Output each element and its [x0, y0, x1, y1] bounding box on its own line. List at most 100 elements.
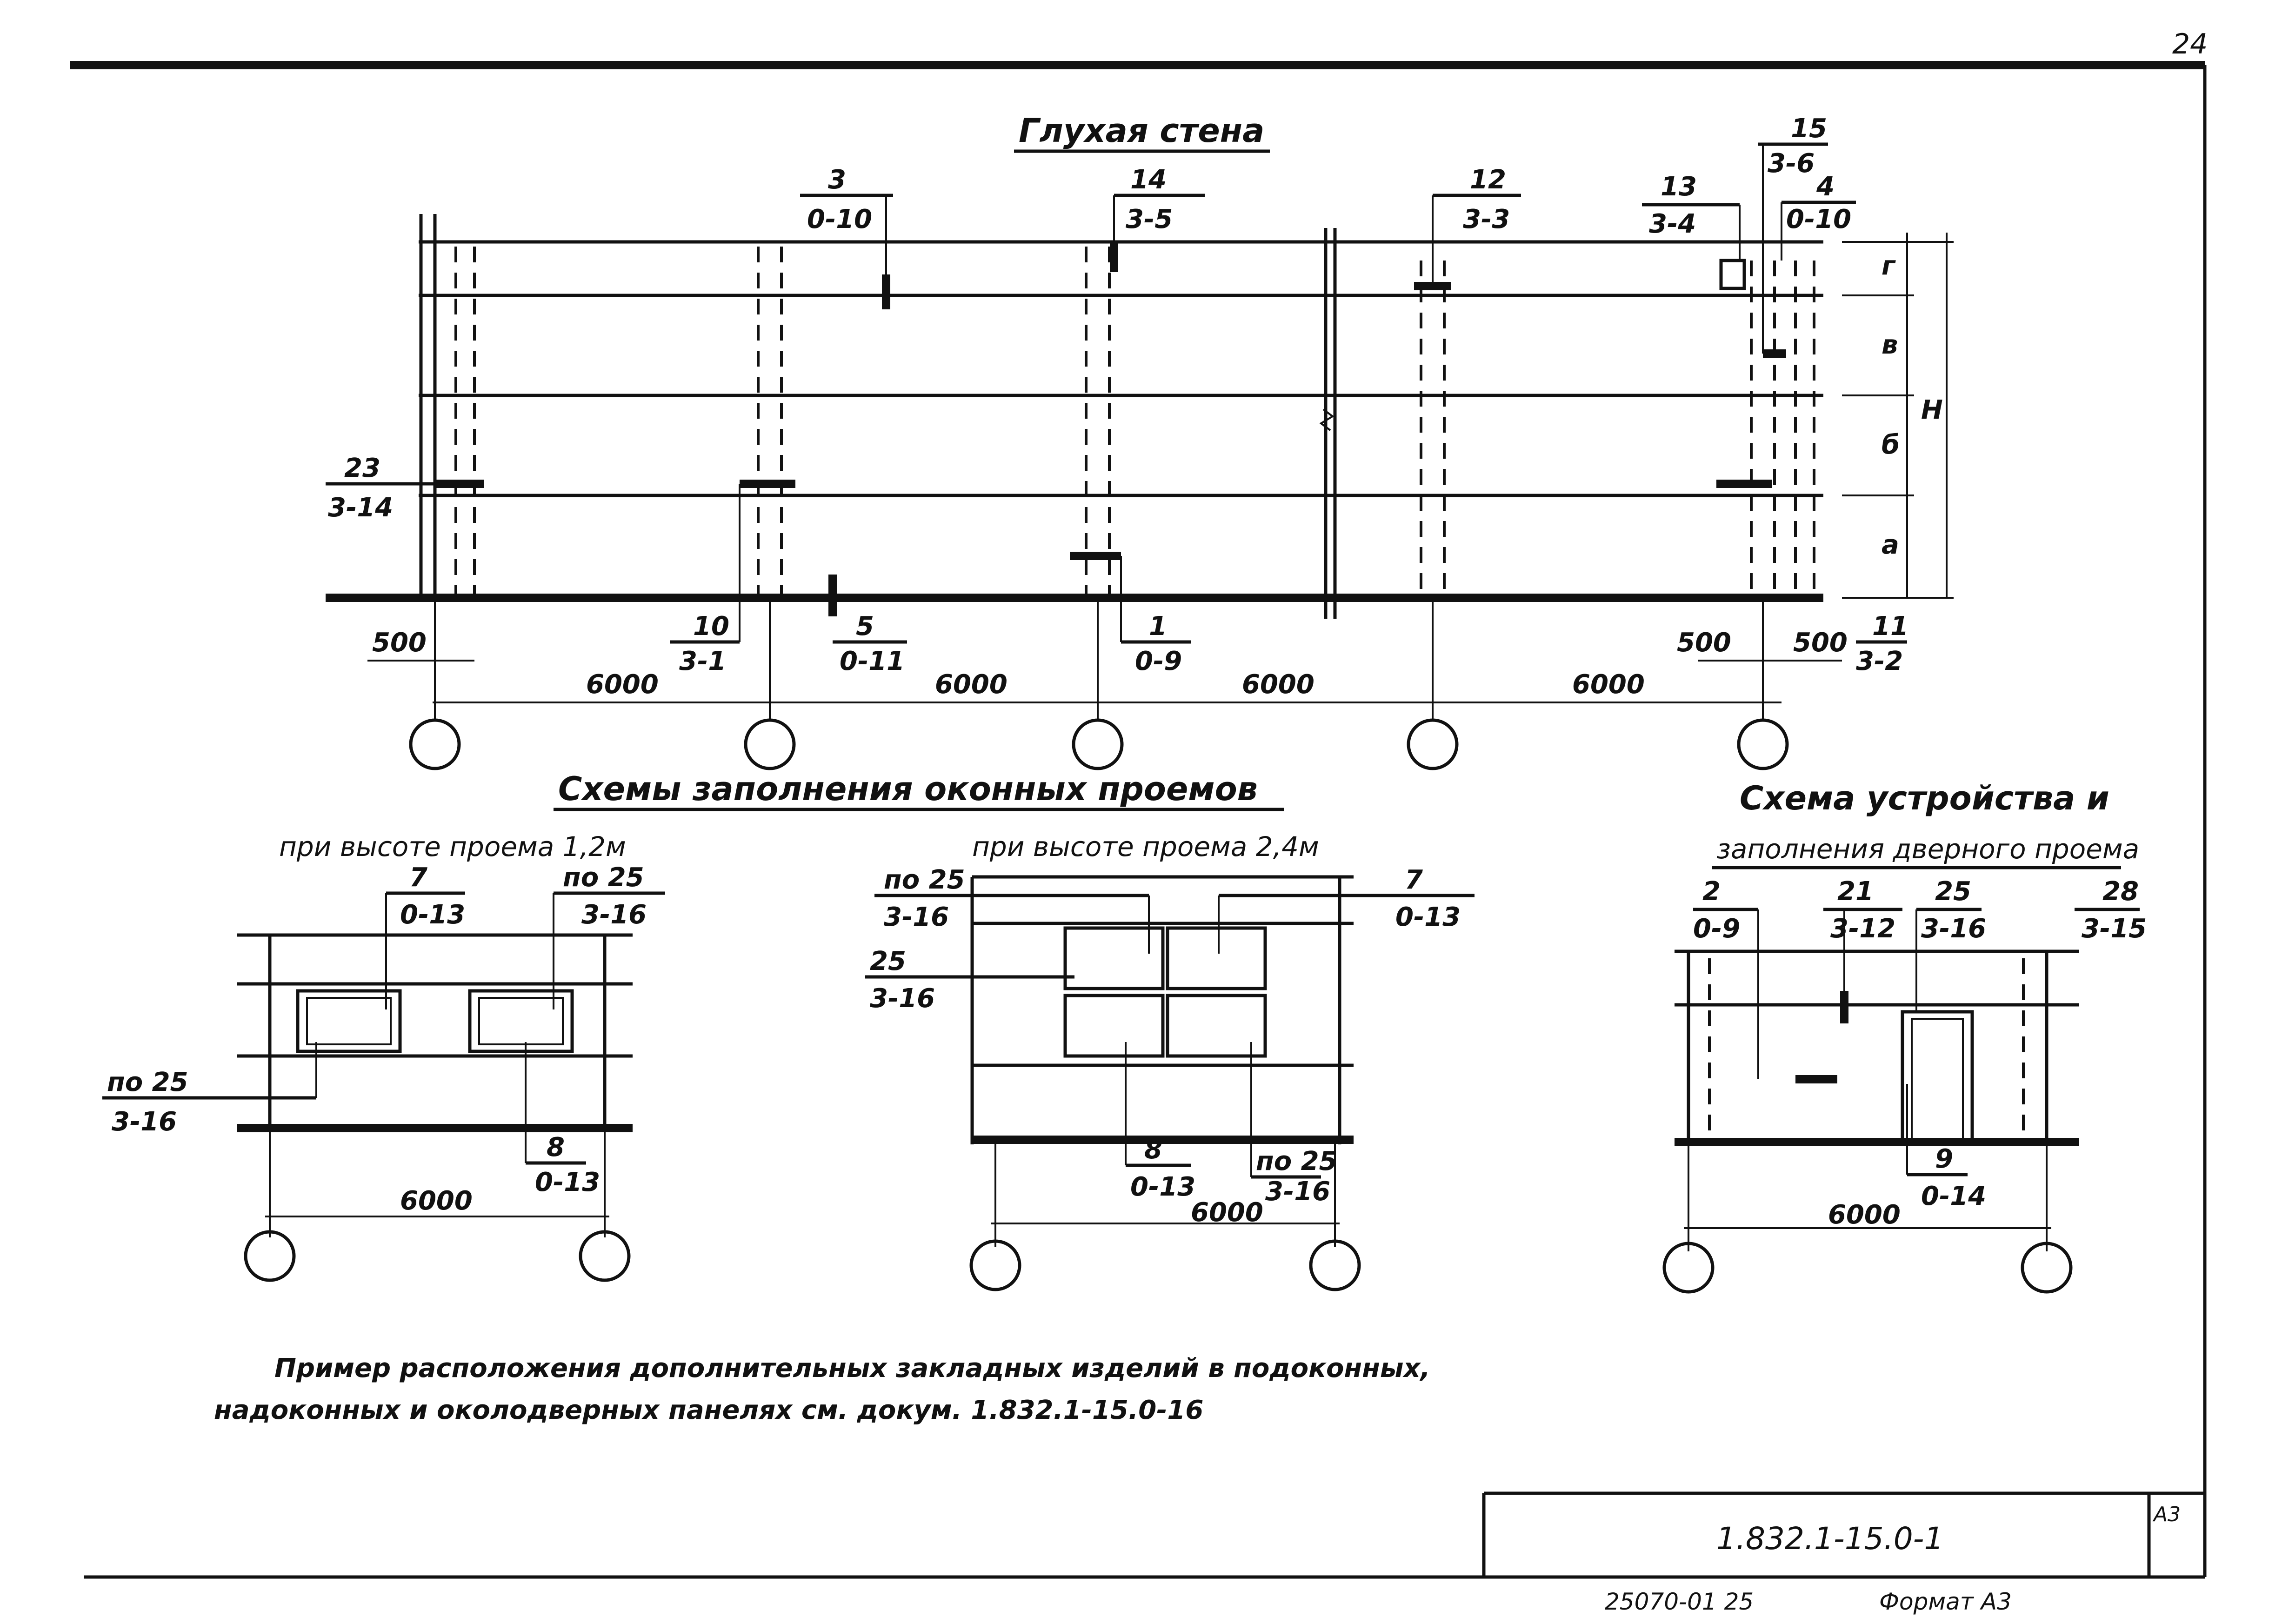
door-scheme	[1662, 949, 2079, 1294]
w12-callout-7-ref: 0-13	[400, 900, 465, 930]
window-12-callouts: 7 0-13 по 25 3-16 по 25 3-16 8 0-13	[102, 862, 665, 1197]
callout-4-ref: 0-10	[1786, 204, 1851, 234]
callout-14: 14 3-5	[1113, 165, 1205, 242]
window-24-bottom-left	[1063, 994, 1165, 1058]
callout-5: 5 0-11	[833, 611, 907, 676]
w24-callout-25a-ref: 3-16	[884, 902, 949, 932]
bay-dim-3: 6000	[1242, 669, 1314, 700]
callout-23: 23 3-14	[326, 453, 435, 523]
door-callout-2-ref: 0-9	[1693, 914, 1740, 944]
title-blank-wall: Глухая стена	[1019, 112, 1264, 150]
callout-15-ref: 3-6	[1768, 148, 1815, 179]
w12-callout-25a-ref: 3-16	[581, 900, 647, 930]
callout-11-num: 11	[1872, 611, 1908, 642]
sheet-box-label: А3	[2152, 1503, 2181, 1526]
w24-callout-25c-num: по 25	[1256, 1146, 1337, 1176]
callout-4: 4 0-10	[1781, 172, 1856, 261]
row-label-g: г	[1882, 251, 1896, 281]
title-window-schemes: Схемы заполнения оконных проемов	[558, 770, 1258, 808]
bay-dim-2: 6000	[935, 669, 1008, 700]
note-line-2: надоконных и околодверных панелях см. до…	[214, 1395, 1203, 1425]
door-callout-28-ref: 3-15	[2082, 914, 2147, 944]
callout-10: 10 3-1	[670, 484, 741, 676]
axis-bubble-4	[1407, 718, 1459, 770]
window-scheme-24	[969, 875, 1361, 1291]
w24-callout-25b-ref: 3-16	[870, 983, 935, 1014]
window-24-top-left	[1063, 926, 1165, 990]
title-window-12: при высоте проема 1,2м	[279, 831, 626, 862]
row-label-a: а	[1882, 530, 1899, 560]
window-12-left	[296, 989, 402, 1053]
callout-11-ref: 3-2	[1856, 646, 1903, 676]
callout-1-num: 1	[1149, 611, 1167, 642]
callout-15-num: 15	[1791, 114, 1827, 144]
callout-23-ref: 3-14	[328, 493, 393, 523]
height-label: Н	[1921, 395, 1943, 425]
callout-13-num: 13	[1661, 172, 1697, 202]
w12-callout-25b-num: по 25	[107, 1067, 188, 1097]
offset-dim-1: 500	[372, 628, 427, 658]
embed-13-bracket	[1719, 259, 1746, 290]
note-line-1: Пример расположения дополнительных закла…	[274, 1353, 1430, 1383]
callout-10-num: 10	[693, 611, 729, 642]
door-callouts: 2 0-9 21 3-12 25 3-16 28 3-15 9 0-14	[1693, 876, 2147, 1211]
callout-15: 15 3-6	[1758, 114, 1828, 354]
door-callout-2-num: 2	[1702, 876, 1721, 907]
window-24-callouts: по 25 3-16 25 3-16 7 0-13 8 0-13 по 25 3…	[865, 865, 1475, 1207]
callout-5-ref: 0-11	[840, 646, 905, 676]
door-callout-25-num: 25	[1935, 876, 1971, 907]
door-opening	[1901, 1010, 1974, 1144]
window-24-dim: 6000	[1191, 1197, 1263, 1228]
w24-callout-8-ref: 0-13	[1130, 1172, 1195, 1202]
door-callout-28-num: 28	[2102, 876, 2139, 907]
window-scheme-12	[237, 933, 633, 1282]
door-callout-21-ref: 3-12	[1830, 914, 1895, 944]
inventory-number: 25070-01 25	[1605, 1588, 1754, 1615]
callout-12-num: 12	[1470, 165, 1506, 195]
door-callout-9-num: 9	[1935, 1144, 1953, 1174]
bay-dim-4: 6000	[1572, 669, 1645, 700]
w24-callout-25a-num: по 25	[884, 865, 965, 895]
title-door-line1: Схема устройства и	[1740, 779, 2109, 817]
callout-3: 3 0-10	[800, 165, 893, 274]
bay-dim-1: 6000	[586, 669, 659, 700]
callout-12: 12 3-3	[1432, 165, 1521, 286]
axis-bubble-5	[1737, 718, 1789, 770]
window-24-top-right	[1166, 926, 1267, 990]
title-window-24: при высоте проема 2,4м	[972, 831, 1319, 862]
document-code: 1.832.1-15.0-1	[1716, 1521, 1944, 1557]
w24-callout-8-num: 8	[1144, 1135, 1162, 1165]
callout-11: 11 3-2	[1856, 611, 1908, 676]
w24-callout-25b-num: 25	[870, 946, 906, 976]
axis-bubble-1	[409, 718, 461, 770]
w12-callout-7-num: 7	[409, 862, 427, 893]
callout-23-num: 23	[344, 453, 380, 483]
w24-callout-25c-ref: 3-16	[1265, 1176, 1330, 1207]
window-12-dim: 6000	[400, 1186, 473, 1216]
corner-number: 24	[2172, 28, 2208, 60]
row-label-b: б	[1882, 430, 1900, 460]
axis-bubble-2	[744, 718, 796, 770]
offset-dim-2: 500	[1677, 628, 1731, 658]
format-label: Формат А3	[1879, 1588, 2012, 1615]
row-label-v: в	[1882, 330, 1898, 360]
elevation-wall: г в б а Н	[326, 214, 1954, 770]
door-callout-21-num: 21	[1837, 876, 1874, 907]
callout-1-ref: 0-9	[1135, 646, 1182, 676]
w12-callout-25b-ref: 3-16	[112, 1107, 177, 1137]
w12-callout-8-num: 8	[547, 1132, 565, 1163]
w24-callout-7-num: 7	[1405, 865, 1423, 895]
callout-3-ref: 0-10	[807, 204, 872, 234]
callout-10-ref: 3-1	[679, 646, 726, 676]
offset-dim-3: 500	[1793, 628, 1848, 658]
axis-bubble-3	[1072, 718, 1124, 770]
door-callout-25-ref: 3-16	[1921, 914, 1986, 944]
door-dim: 6000	[1828, 1200, 1901, 1230]
title-door-line2: заполнения дверного проема	[1716, 833, 2139, 865]
callout-1: 1 0-9	[1120, 556, 1191, 676]
callout-12-ref: 3-3	[1463, 204, 1510, 234]
w12-callout-25a-num: по 25	[563, 862, 644, 893]
callout-13-ref: 3-4	[1649, 209, 1696, 239]
callout-14-ref: 3-5	[1126, 204, 1173, 234]
